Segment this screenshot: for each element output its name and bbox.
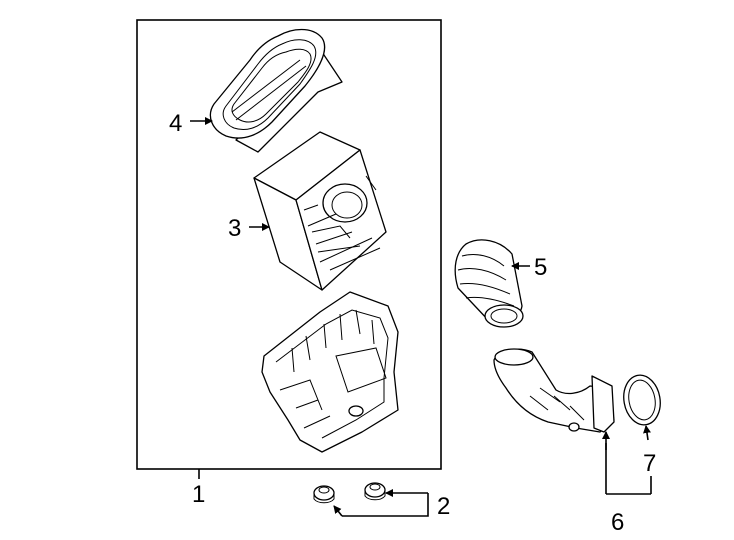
filter-seal-part[interactable] [209, 28, 343, 153]
callout-1: 1 [192, 481, 205, 508]
grommet-part-left[interactable] [313, 485, 335, 504]
intake-boot-part[interactable] [454, 239, 524, 328]
callout-7: 7 [643, 450, 656, 477]
leader-line-2 [342, 493, 429, 517]
leader-arrow-7 [643, 425, 651, 441]
leader-arrow-2a [333, 505, 343, 517]
filter-cover-part[interactable] [253, 131, 387, 291]
callout-3: 3 [228, 215, 241, 242]
callout-6: 6 [611, 509, 624, 536]
callout-5: 5 [534, 254, 547, 281]
leader-line-6 [605, 443, 652, 495]
grommet-part-right[interactable] [364, 482, 386, 501]
gasket-part[interactable] [620, 372, 664, 427]
lower-housing-part[interactable] [261, 291, 399, 453]
callout-2: 2 [437, 493, 450, 520]
outlet-duct-part[interactable] [493, 348, 615, 433]
callout-4: 4 [169, 110, 182, 137]
assembly-frame [136, 19, 442, 470]
